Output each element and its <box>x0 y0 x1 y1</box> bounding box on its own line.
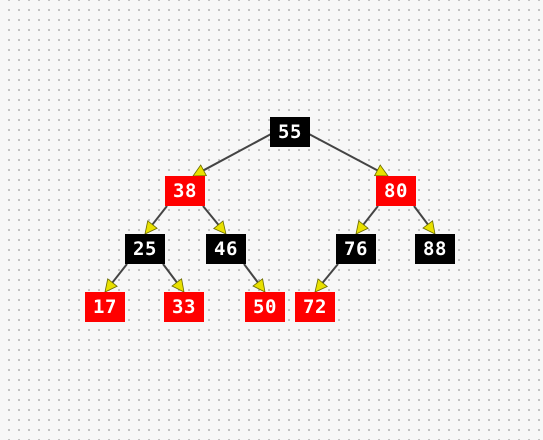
edge-25-17 <box>111 263 128 284</box>
edge-80-76 <box>362 205 379 226</box>
node-80: 80 <box>376 176 416 206</box>
node-38: 38 <box>165 176 205 206</box>
arrow-head-icon <box>212 220 227 235</box>
arrow-head-icon <box>192 164 208 177</box>
edge-25-33 <box>162 263 178 283</box>
arrow-head-icon <box>314 278 329 293</box>
arrow-head-icon <box>144 220 158 235</box>
arrow-head-icon <box>355 220 369 235</box>
node-50: 50 <box>245 292 285 322</box>
edge-46-50 <box>243 263 259 283</box>
node-25: 25 <box>125 234 165 264</box>
node-46: 46 <box>206 234 246 264</box>
arrow-head-icon <box>422 220 436 235</box>
edge-55-38 <box>203 132 273 172</box>
edge-55-80 <box>307 132 378 172</box>
arrow-head-icon <box>104 278 118 293</box>
node-88: 88 <box>415 234 455 264</box>
edge-38-25 <box>151 205 168 226</box>
edge-76-72 <box>321 263 339 284</box>
node-17: 17 <box>85 292 125 322</box>
node-76: 76 <box>336 234 376 264</box>
node-55: 55 <box>270 117 310 147</box>
node-33: 33 <box>164 292 204 322</box>
arrow-head-icon <box>373 164 389 177</box>
edge-80-88 <box>413 205 429 225</box>
edge-38-46 <box>202 205 220 226</box>
arrow-head-icon <box>252 278 266 293</box>
arrow-head-icon <box>171 278 185 293</box>
node-72: 72 <box>295 292 335 322</box>
